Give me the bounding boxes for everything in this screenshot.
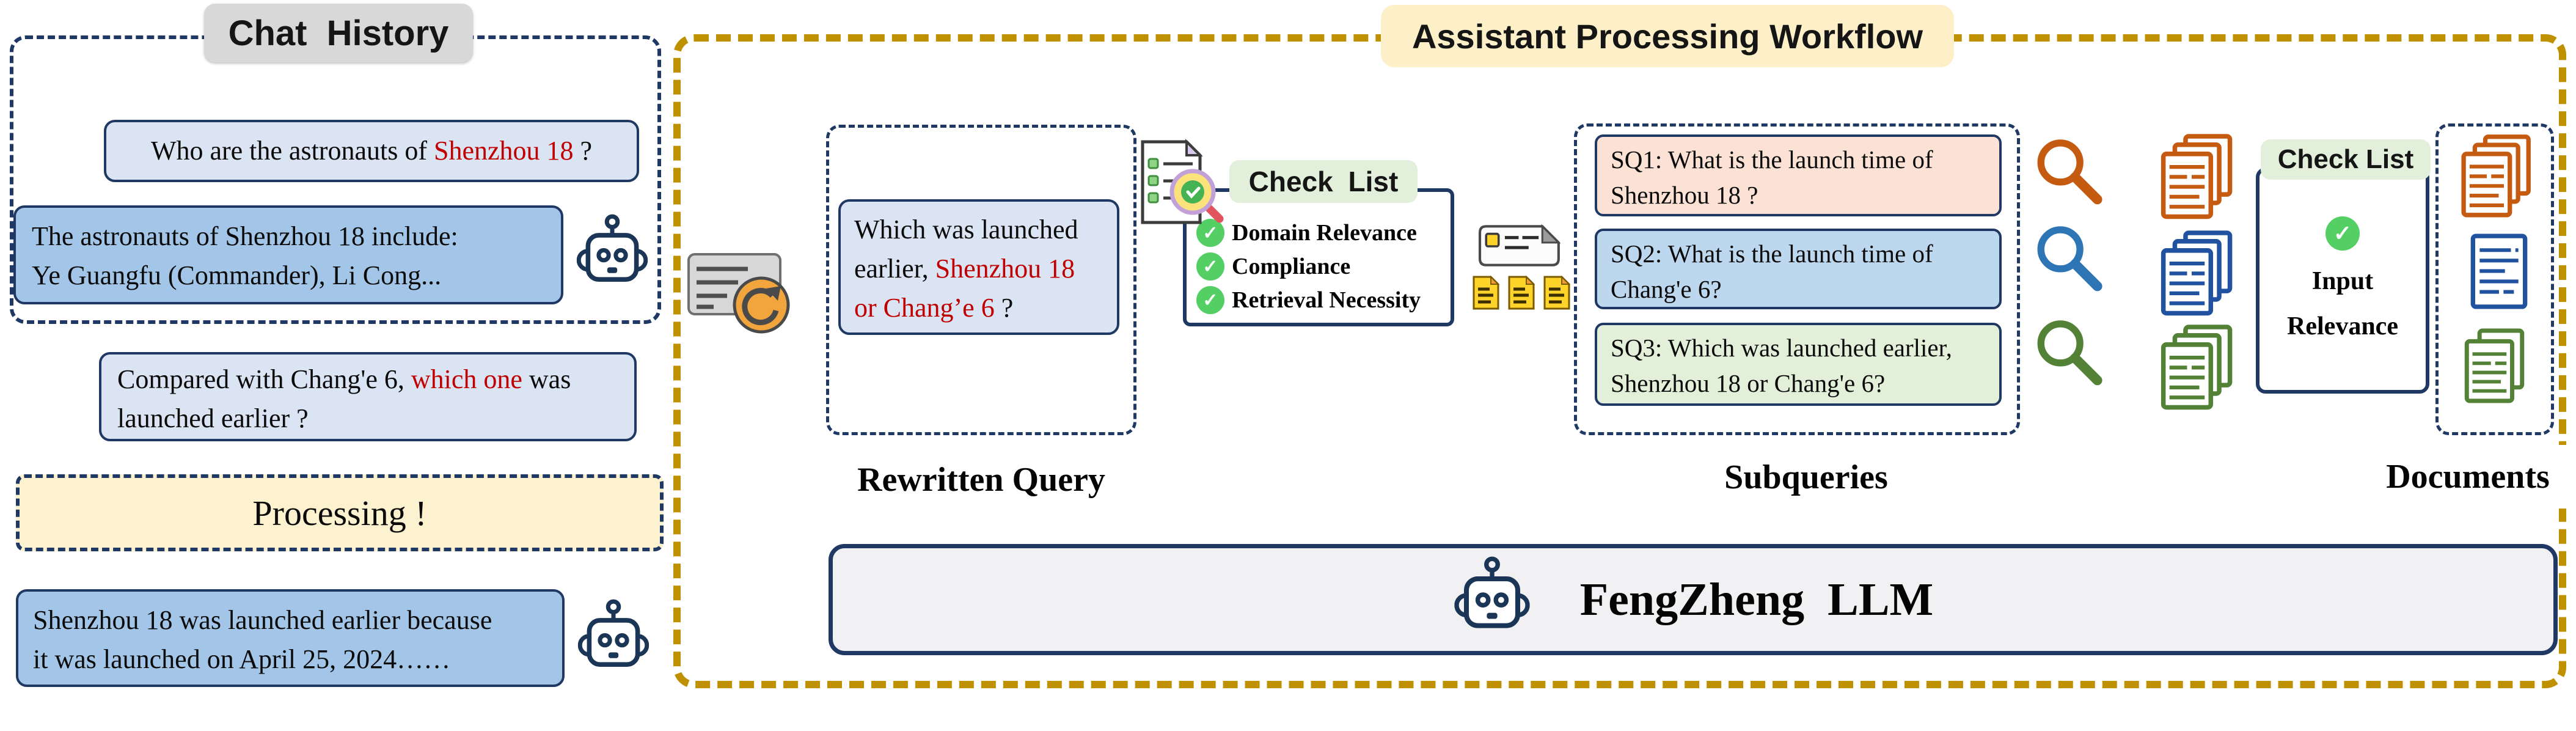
check-icon: ✓ [1196,286,1224,314]
checklist1-item-label: Compliance [1232,254,1351,279]
yellow-document-icons [1471,274,1575,313]
subquery-2-bubble: SQ2: What is the launch time of Chang'e … [1595,229,2002,309]
document-stack-icon-blue [2158,230,2238,318]
checklist1-item: ✓ Domain Relevance [1196,219,1451,247]
assistant-answer-2-line1: Shenzhou 18 was launched earlier because [33,605,492,635]
magnifier-icon-orange [2035,138,2104,208]
documents-label: Documents [2367,445,2569,509]
llm-name: FengZheng LLM [1579,573,1934,625]
check-icon: ✓ [1196,252,1224,281]
workflow-panel [673,34,2566,688]
robot-icon [1453,556,1531,643]
workflow-title: Assistant Processing Workflow [1381,5,1954,67]
rewritten-query-line3: or Chang’e 6 ? [854,293,1014,323]
checklist1-item-label: Domain Relevance [1232,220,1417,246]
checklist2-line2: Relevance [2287,312,2398,340]
checklist2-card: ✓ Input Relevance [2256,167,2429,394]
document-magnifier-check-icon [1141,139,1224,224]
subquery-2-line1: SQ2: What is the launch time of [1611,240,1933,268]
assistant-answer-bubble-2: Shenzhou 18 was launched earlier because… [16,589,565,687]
checklist2-header: Check List [2261,139,2431,180]
user-question-bubble-2: Compared with Chang'e 6, which one was l… [99,352,637,441]
user-question-bubble-1: Who are the astronauts of Shenzhou 18 ? [104,120,639,182]
subquery-1-line1: SQ1: What is the launch time of [1611,145,1933,174]
subqueries-group [1574,123,2020,435]
card-refresh-icon [687,253,790,334]
magnifier-icon-green [2035,319,2104,389]
chat-history-title: Chat History [204,4,473,62]
subquery-3-bubble: SQ3: Which was launched earlier, Shenzho… [1595,323,2002,406]
checklist1-item-label: Retrieval Necessity [1232,287,1421,313]
assistant-answer-bubble-1: The astronauts of Shenzhou 18 include: Y… [13,205,563,304]
yellow-doc-icon [1473,275,1500,310]
document-stack-icon-orange [2158,133,2238,221]
highlight-shenzhou18: Shenzhou 18 [434,136,574,166]
magnifier-icon-blue [2035,225,2104,295]
subquery-3-line2: Shenzhou 18 or Chang'e 6? [1611,369,1886,397]
assistant-answer-1-line2: Ye Guangfu (Commander), Li Cong... [32,260,442,290]
checklist1-item: ✓ Compliance [1196,252,1451,281]
subqueries-label: Subqueries [1689,444,1923,511]
processing-banner: Processing ! [16,474,664,551]
subquery-1-bubble: SQ1: What is the launch time of Shenzhou… [1595,134,2002,216]
document-stack-icon-orange [2460,133,2534,220]
user-question-1-text: Who are the astronauts of Shenzhou 18 ? [150,136,593,166]
assistant-answer-2-line2: it was launched on April 25, 2024…… [33,644,451,674]
rewritten-query-line1: Which was launched [854,215,1078,244]
rewritten-query-group [826,125,1136,435]
rewritten-query-label: Rewritten Query [829,446,1134,513]
robot-icon [576,214,649,296]
user-question-2-line2: launched earlier ? [117,403,309,433]
subquery-2-line2: Chang'e 6? [1611,275,1722,303]
query-card-icon [1479,224,1561,266]
robot-icon [577,599,650,681]
assistant-answer-1-line1: The astronauts of Shenzhou 18 include: [32,221,458,251]
documents-group [2435,123,2554,435]
checklist1-item: ✓ Retrieval Necessity [1196,286,1451,314]
checklist2-line1: Input [2311,267,2374,295]
yellow-doc-icon [1543,275,1571,310]
rewritten-query-bubble: Which was launched earlier, Shenzhou 18 … [838,199,1119,335]
check-icon: ✓ [2325,216,2360,251]
subquery-1-line2: Shenzhou 18 ? [1611,181,1758,209]
checklist1-header: Check List [1229,160,1418,203]
document-stack-icon-green [2158,324,2238,412]
document-stack-icon-green [2461,324,2532,408]
subquery-3-line1: SQ3: Which was launched earlier, [1611,334,1952,362]
highlight-which-one: which one [411,364,522,394]
llm-bar: FengZheng LLM [829,544,2558,655]
rewritten-query-line2: earlier, Shenzhou 18 [854,254,1075,284]
user-question-2-line1: Compared with Chang'e 6, which one was [117,364,571,394]
document-icon-blue [2468,232,2530,310]
yellow-doc-icon [1508,275,1535,310]
